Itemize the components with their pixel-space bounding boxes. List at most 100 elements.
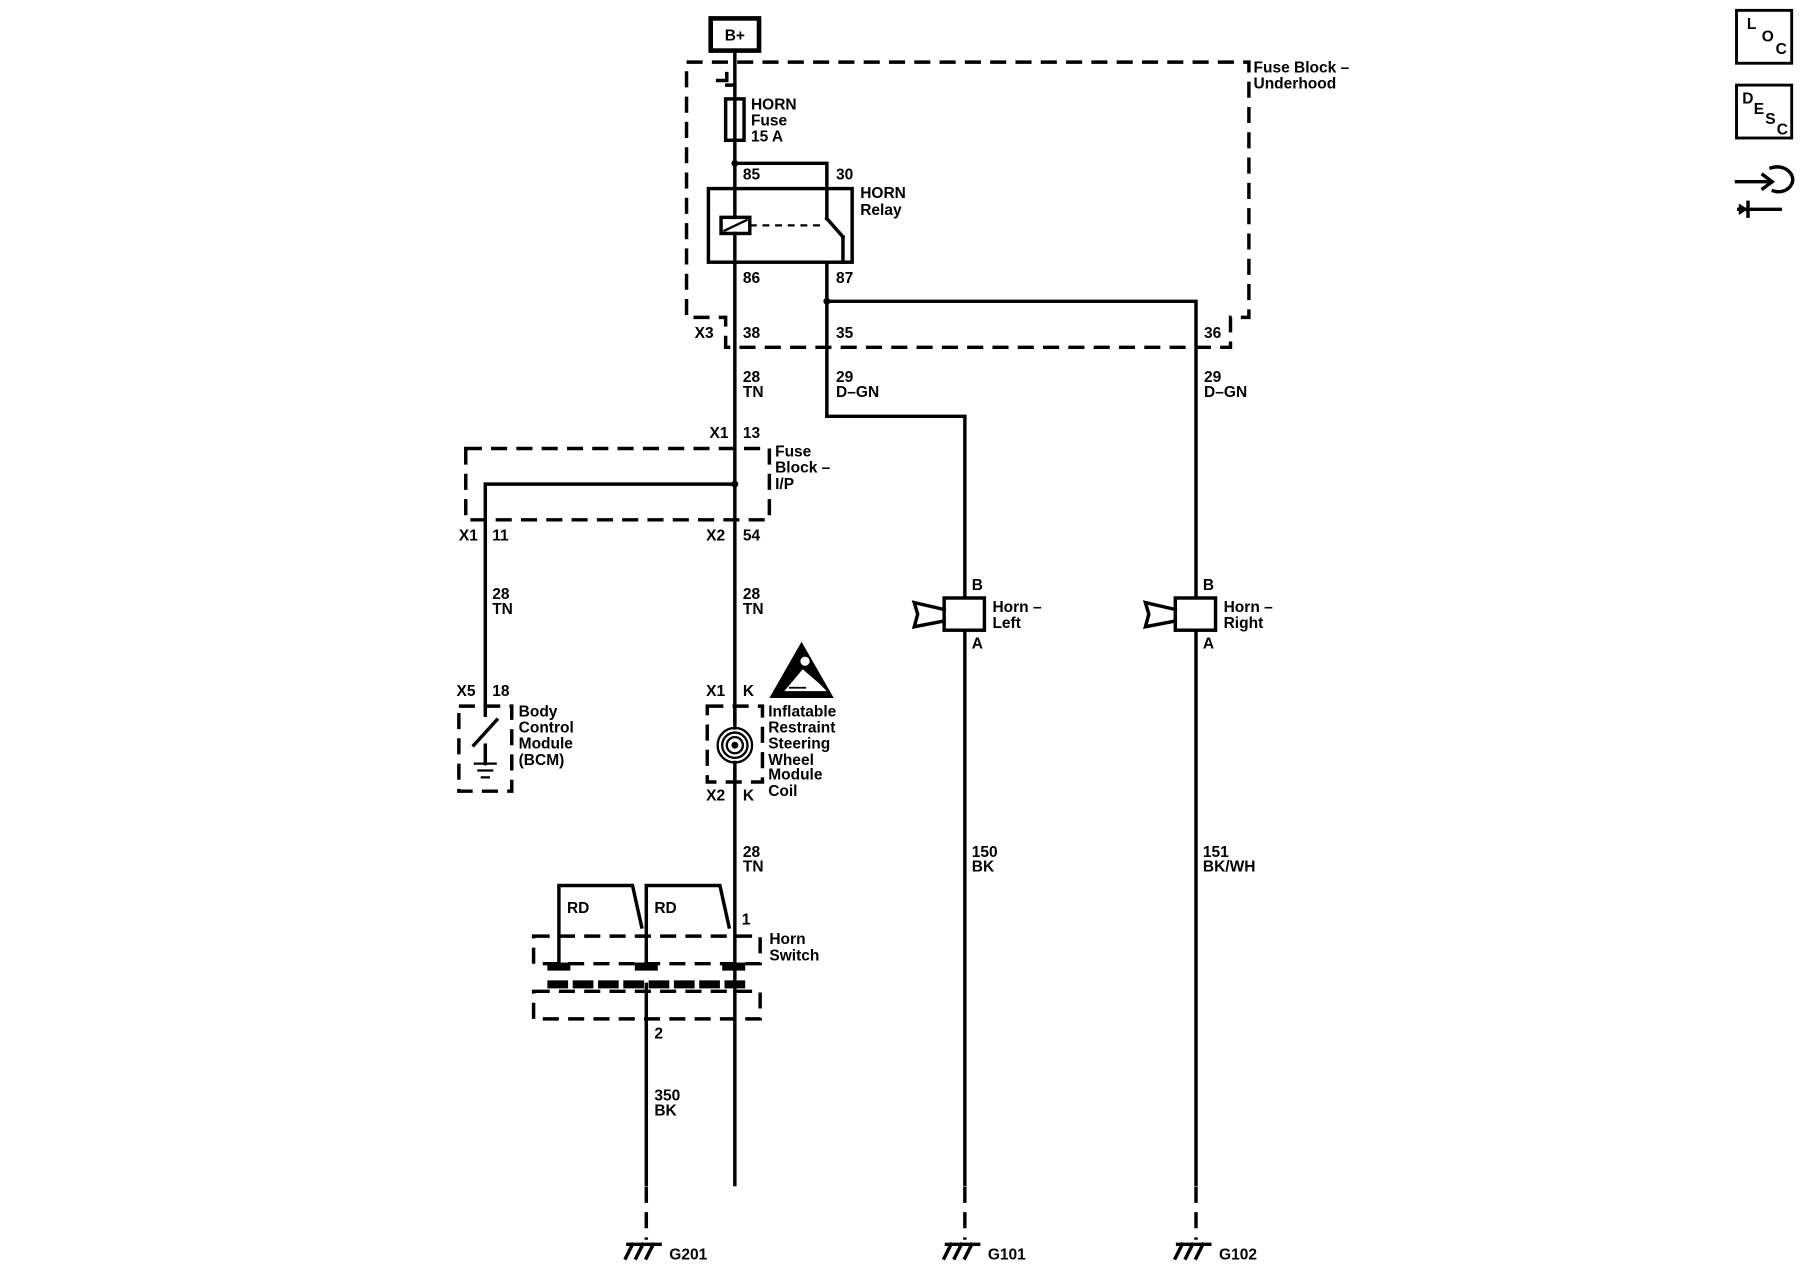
diagram-label: Inflatable (768, 703, 836, 720)
diagram-label: O (1762, 28, 1774, 45)
diagram-label: Restraint (768, 720, 835, 737)
diagram-label: Fuse (775, 444, 812, 461)
diagram-label: Horn (769, 931, 805, 948)
diagram-label: Horn – (1224, 599, 1274, 616)
diagram-label: K (743, 683, 755, 700)
diagram-label: 151 (1203, 844, 1229, 861)
diagram-label: S (1765, 111, 1775, 128)
diagram-label: X1 (706, 683, 725, 700)
diagram-label: L (1747, 16, 1756, 33)
diagram-label: 2 (654, 1025, 663, 1042)
diagram-label: X1 (459, 528, 478, 545)
diagram-label: 35 (836, 325, 854, 342)
inflatable-restraint-coil: X1 K X2 K Inflatable Restraint Steering … (705, 641, 837, 804)
diagram-label: Fuse Block – (1254, 59, 1350, 76)
ground-g101: G101 (941, 1186, 1026, 1263)
diagram-label: D–GN (1204, 384, 1247, 401)
diagram-label: 86 (743, 270, 761, 287)
desc-button[interactable]: D E S C (1735, 83, 1794, 140)
horn-left: B Horn – Left A (911, 577, 1042, 653)
diagram-label: Underhood (1254, 76, 1337, 93)
diagram-label: 36 (1204, 325, 1222, 342)
diagram-label: 38 (743, 325, 761, 342)
diagram-label: C (1776, 41, 1787, 58)
ground-icon (623, 1241, 662, 1261)
loc-button[interactable]: L O C (1735, 8, 1794, 65)
diagram-label: BK/WH (1203, 859, 1256, 876)
diagram-label: 28 (743, 369, 761, 386)
diagram-label: Left (992, 615, 1020, 632)
body-control-module: X5 18 Body Control Module (BCM) (457, 683, 574, 793)
diagram-label: K (743, 787, 755, 804)
diagram-label: 30 (836, 166, 853, 183)
diagram-label: Switch (769, 947, 819, 964)
diagram-label: 150 (972, 844, 998, 861)
diagram-label: Module (768, 767, 823, 784)
diagram-label: B+ (725, 27, 745, 44)
diagram-label: 11 (492, 528, 509, 545)
diagram-label: C (1777, 122, 1788, 139)
diagram-label: X2 (706, 787, 725, 804)
diagram-label: BK (654, 1103, 677, 1120)
diagram-label: G101 (988, 1246, 1026, 1263)
diagram-label: Coil (768, 783, 797, 800)
diagram-label: Relay (860, 202, 902, 219)
diagram-label: D (1742, 91, 1753, 108)
clockspring-coil-icon (716, 726, 754, 764)
diagram-label: B (1203, 577, 1214, 594)
diagram-label: TN (743, 384, 764, 401)
diagram-label: Module (519, 736, 574, 753)
diagram-label: 350 (654, 1088, 680, 1105)
diagram-label: 18 (492, 683, 510, 700)
diagram-label: Fuse (751, 112, 788, 129)
diagram-label: G102 (1219, 1246, 1257, 1263)
diagram-label: X2 (706, 528, 725, 545)
diagram-label: HORN (751, 96, 797, 113)
diagram-label: TN (743, 601, 764, 618)
diagram-label: X5 (457, 683, 476, 700)
ground-icon (1172, 1241, 1212, 1261)
diagram-label: G201 (669, 1246, 707, 1263)
diagram-label: X1 (710, 425, 729, 442)
connector-wrench-icon[interactable] (1730, 154, 1798, 219)
diagram-label: 54 (743, 528, 761, 545)
diagram-label: I/P (775, 476, 794, 493)
diagram-label: 28 (743, 586, 761, 603)
horn-fuse: HORN Fuse 15 A (723, 96, 797, 145)
diagram-label: Right (1224, 615, 1264, 632)
bplus-connector-symbol (715, 71, 737, 87)
diagram-label: A (1203, 636, 1214, 653)
diagram-label: 87 (836, 270, 853, 287)
battery-positive: B+ (708, 16, 762, 53)
diagram-label: A (972, 636, 983, 653)
ground-g102: G102 (1172, 1186, 1257, 1263)
diagram-label: 85 (743, 166, 761, 183)
diagram-label: Body (519, 703, 558, 720)
diagram-label: RD (567, 900, 589, 917)
airbag-warning-icon (769, 641, 834, 699)
ground-icon (941, 1241, 981, 1261)
diagram-label: Control (519, 720, 574, 737)
diagram-label: D–GN (836, 384, 879, 401)
diagram-label: HORN (860, 185, 906, 202)
diagram-label: RD (654, 900, 676, 917)
diagram-label: 28 (743, 844, 761, 861)
diagram-label: TN (492, 601, 513, 618)
diagram-label: 1 (742, 912, 751, 929)
diagram-label: E (1754, 101, 1764, 118)
diagram-label: Wheel (768, 752, 814, 769)
ground-g201: G201 (623, 1186, 708, 1263)
diagram-label: B (972, 577, 983, 594)
diagram-label: Horn – (992, 599, 1042, 616)
horn-right: B Horn – Right A (1142, 577, 1274, 653)
diagram-label: TN (743, 859, 764, 876)
diagram-label: 29 (836, 369, 854, 386)
diagram-label: 15 A (751, 128, 783, 145)
horn-switch: RD RD 1 Horn Switch 2 (531, 883, 819, 1042)
diagram-label: 28 (492, 586, 510, 603)
diagram-label: 29 (1204, 369, 1222, 386)
diagram-label: (BCM) (519, 752, 565, 769)
fuse-block-underhood: Fuse Block – Underhood (684, 59, 1350, 350)
diagram-label: Block – (775, 460, 831, 477)
